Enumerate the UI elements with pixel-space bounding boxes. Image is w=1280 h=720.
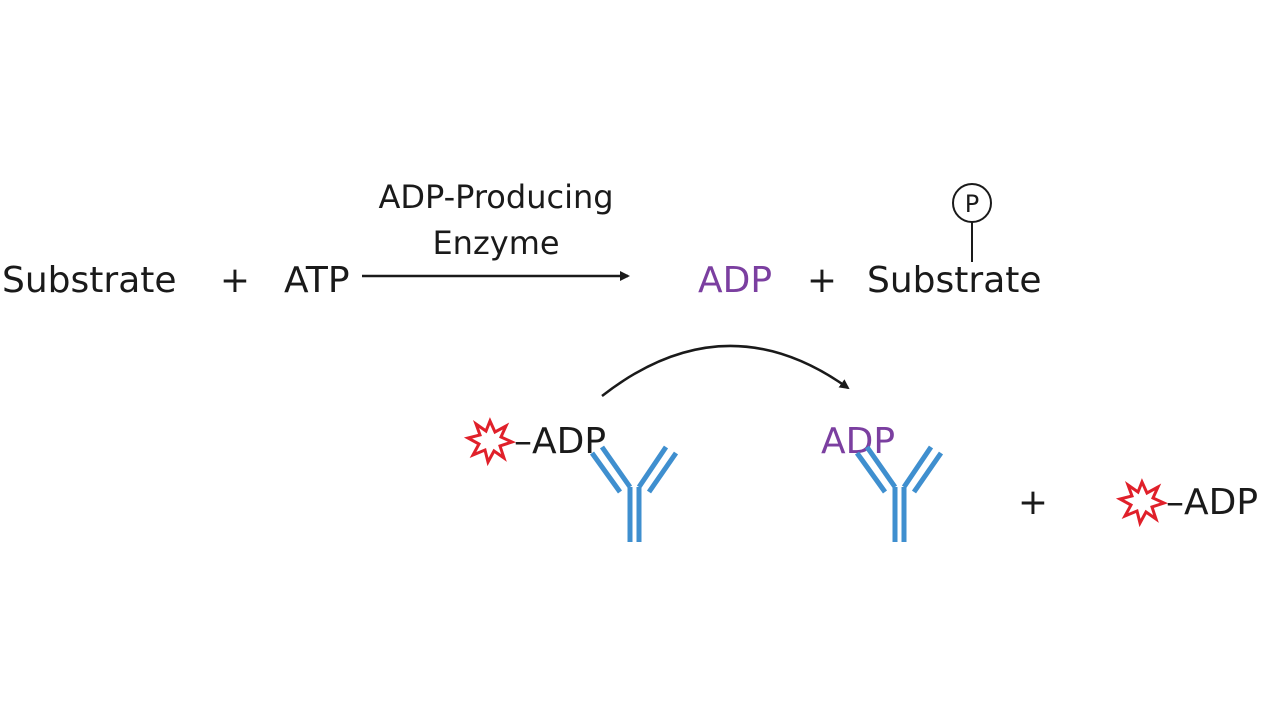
plus-sign-3: + [1018, 482, 1048, 523]
atp-label: ATP [284, 260, 350, 301]
enzyme-label-line2: Enzyme [432, 224, 559, 262]
free-tracer-adp-label: –ADP [1166, 482, 1258, 523]
phosphorylated-substrate-label: Substrate [867, 260, 1042, 301]
plus-sign-2: + [807, 260, 837, 301]
phosphate-label: P [965, 190, 979, 218]
substrate-label: Substrate [2, 260, 177, 301]
tracer-starburst-icon [466, 419, 514, 464]
phosphate-icon: P [952, 183, 992, 262]
adp-product-label: ADP [698, 260, 772, 301]
displacement-arrow [601, 344, 850, 397]
enzyme-label-line1: ADP-Producing [378, 178, 613, 216]
free-tracer-starburst-icon [1118, 480, 1166, 525]
plus-sign-1: + [220, 260, 250, 301]
